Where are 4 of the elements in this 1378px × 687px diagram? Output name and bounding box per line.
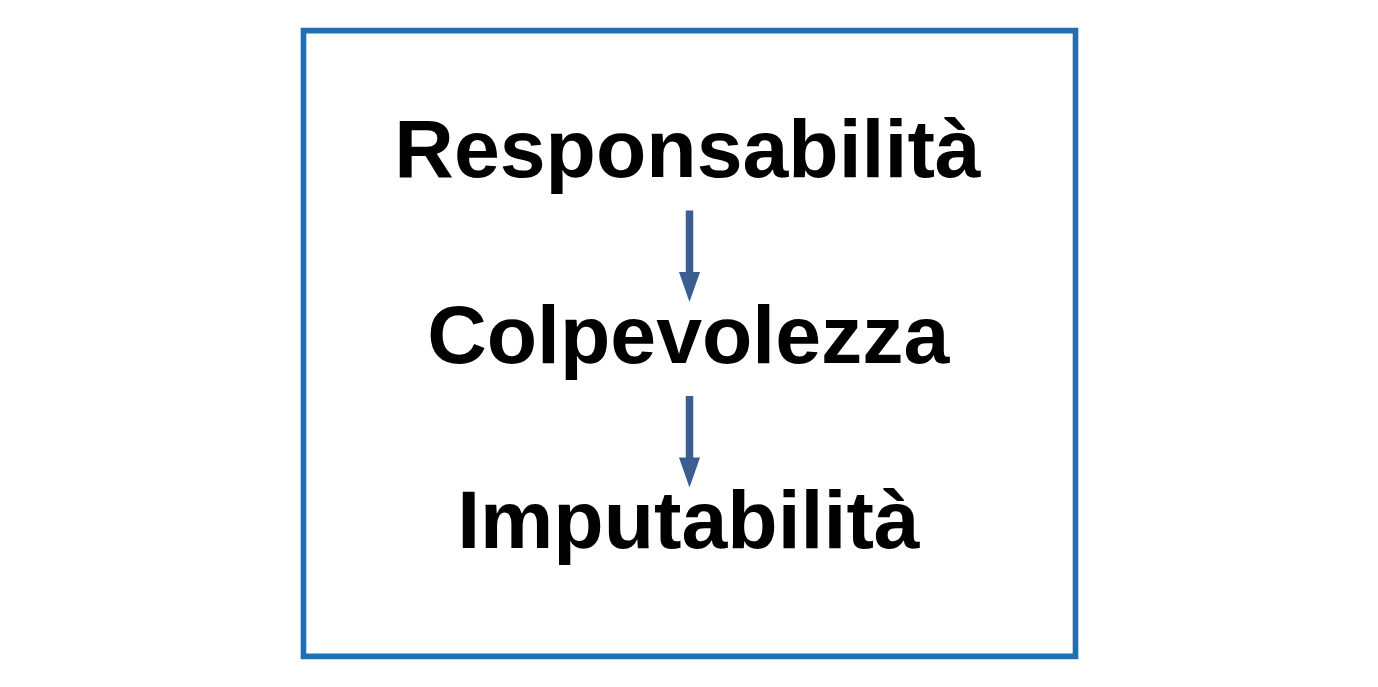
node-text: Imputabilità (456, 473, 920, 566)
cluster (300, 27, 1078, 660)
node-text: Colpevolezza (426, 287, 949, 380)
node-text: Responsabilità (393, 102, 981, 195)
